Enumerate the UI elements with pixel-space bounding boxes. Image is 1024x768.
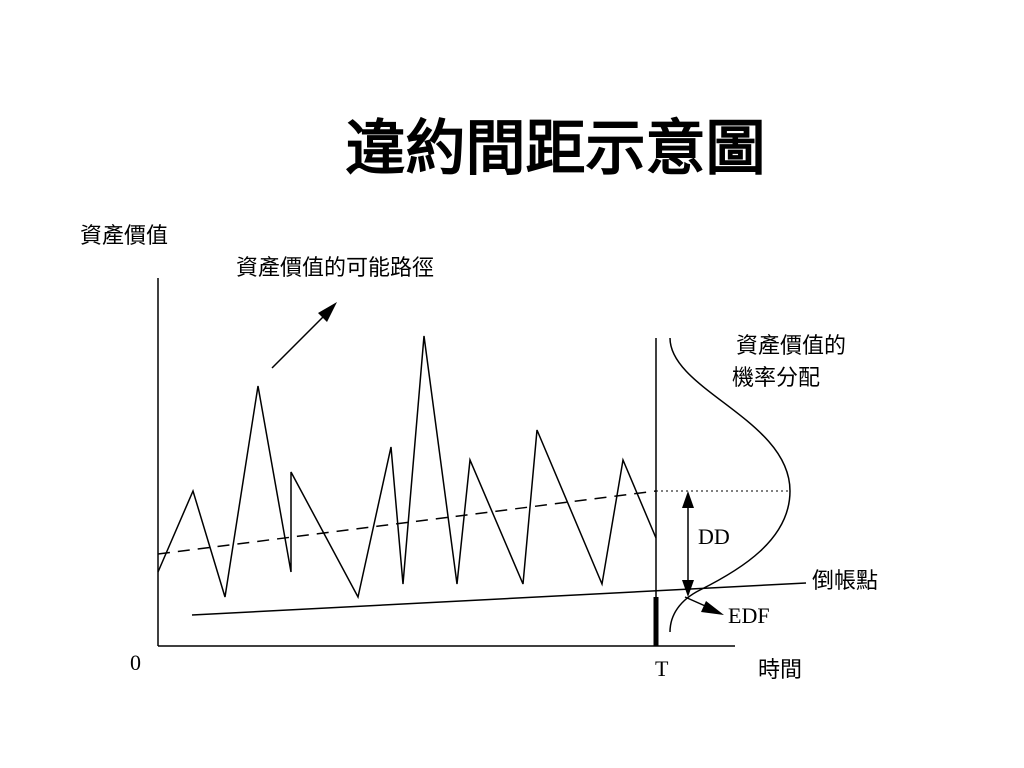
edf-arrow-head-icon bbox=[701, 601, 724, 615]
x-axis-label: 時間 bbox=[758, 658, 803, 683]
distribution-label-line2: 機率分配 bbox=[732, 366, 821, 391]
distribution-label-line1: 資產價值的 bbox=[736, 334, 847, 359]
edf-label: EDF bbox=[728, 603, 770, 628]
expected-trend-line bbox=[157, 490, 657, 555]
dd-label: DD bbox=[698, 524, 730, 549]
default-point-label: 倒帳點 bbox=[812, 569, 879, 594]
diagram-title: 違約間距示意圖 bbox=[345, 114, 766, 184]
paths-label: 資產價值的可能路徑 bbox=[236, 256, 435, 281]
paths-arrow-head-icon bbox=[318, 302, 337, 322]
y-axis-label: 資產價值 bbox=[80, 224, 169, 249]
paths-arrow bbox=[271, 311, 329, 369]
dd-arrow-head-down-icon bbox=[682, 580, 694, 597]
origin-label: 0 bbox=[130, 650, 141, 675]
dd-arrow-head-up-icon bbox=[682, 491, 694, 508]
t-label: T bbox=[655, 656, 669, 681]
asset-value-path bbox=[157, 335, 657, 600]
